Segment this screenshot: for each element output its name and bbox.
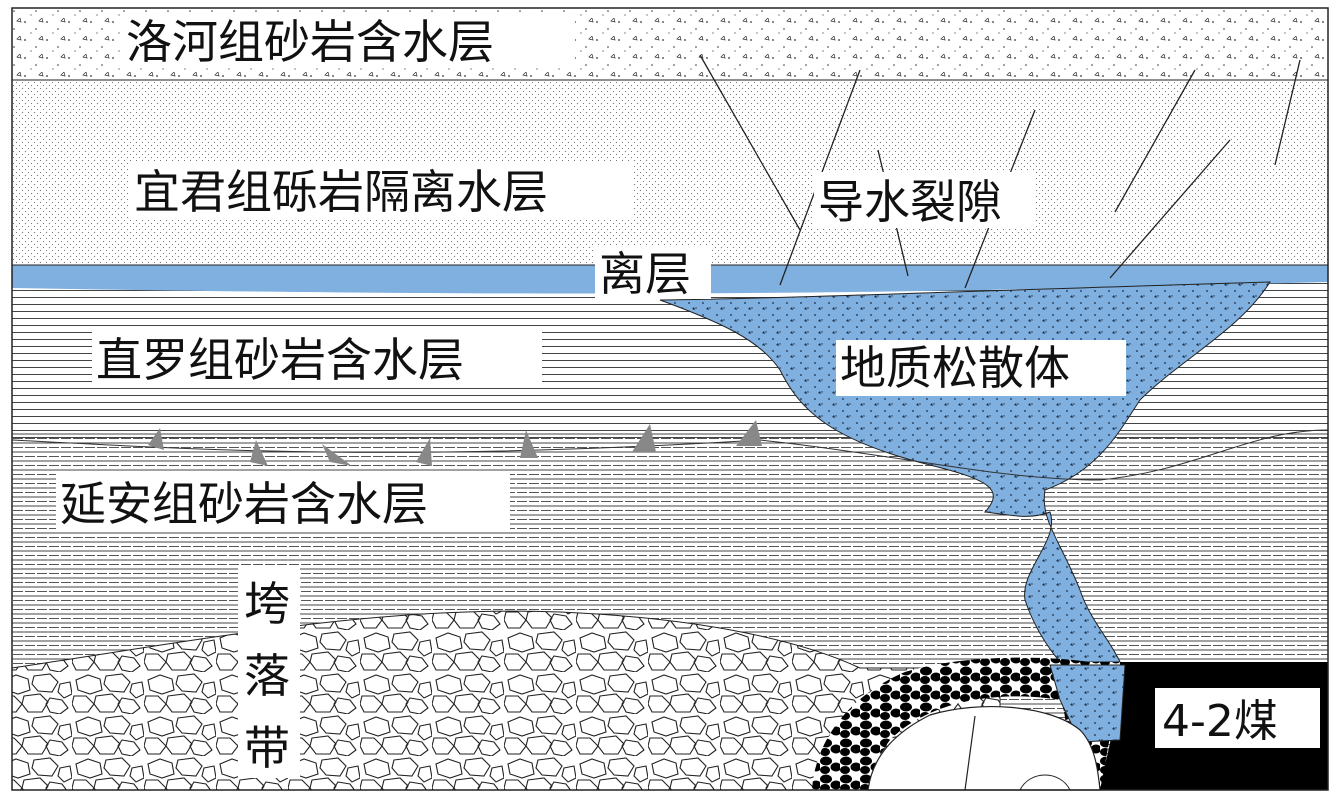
label-bg-coal xyxy=(1155,688,1320,748)
label-bg-yijun xyxy=(128,162,633,218)
label-bg-loose-body xyxy=(836,340,1126,396)
label-separation: 离层 xyxy=(599,247,691,301)
roadway-opening xyxy=(867,705,1101,791)
flow-arrows xyxy=(148,420,762,466)
label-coal-seam: 4-2煤 xyxy=(1162,696,1278,747)
label-luohe-aquifer: 洛河组砂岩含水层 xyxy=(126,15,494,69)
label-bg-caving xyxy=(238,568,300,778)
label-caving-char-1: 垮 xyxy=(244,577,290,631)
label-caving-char-2: 落 xyxy=(244,649,290,703)
roadway-support xyxy=(964,715,976,791)
label-yijun-aquitard: 宜君组砾岩隔离水层 xyxy=(134,165,548,219)
diagram-frame xyxy=(11,7,1329,791)
label-bg-yanan xyxy=(56,474,510,530)
boundary-zhiluo-yanan xyxy=(11,429,1329,481)
label-bg-separation xyxy=(595,247,711,299)
label-yanan-aquifer: 延安组砂岩含水层 xyxy=(60,477,428,531)
water-inrush-zone xyxy=(1049,664,1126,743)
label-caving-char-3: 带 xyxy=(244,721,290,775)
label-zhiluo-aquifer: 直罗组砂岩含水层 xyxy=(96,333,464,387)
label-bg-luohe xyxy=(120,12,575,68)
label-bg-zhiluo xyxy=(92,330,542,386)
label-bg-fracture xyxy=(814,172,1036,228)
label-conducting-fracture: 导水裂隙 xyxy=(818,175,1002,229)
label-loose-body: 地质松散体 xyxy=(840,341,1070,395)
collapsed-coal-rubble xyxy=(812,657,1120,790)
